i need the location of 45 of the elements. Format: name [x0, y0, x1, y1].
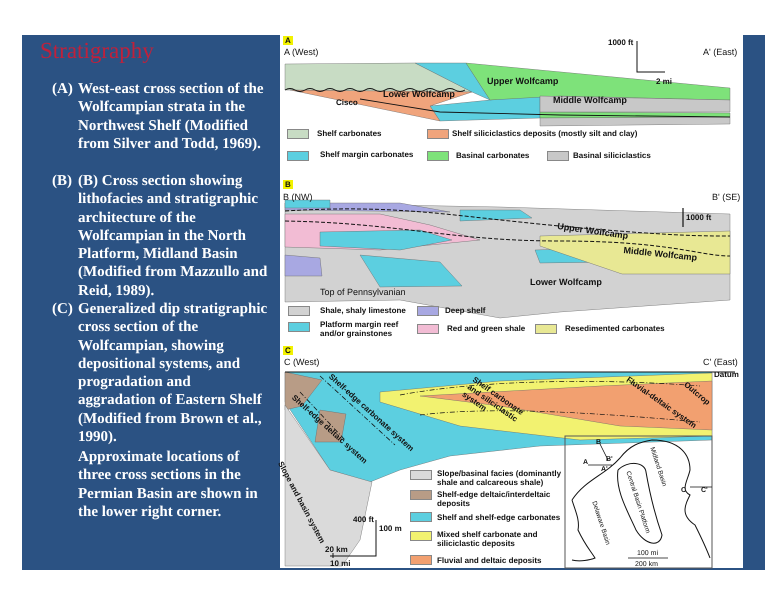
scale-label: 100 m	[379, 524, 402, 533]
legend-label: Basinal siliciclastics	[573, 151, 651, 160]
section-end-label: C (West)	[284, 358, 320, 367]
list-marker: (A)	[52, 80, 73, 98]
horizon-label: Top of Pennsylvanian	[320, 288, 406, 297]
formation-label: Lower Wolfcamp	[530, 278, 602, 287]
scale-label: 400 ft	[353, 515, 374, 524]
legend-label: Fluvial and deltaic deposits	[437, 556, 542, 565]
formation-label: Lower Wolfcamp	[383, 90, 455, 99]
caption-text: Approximate locations of three cross sections in the Permian Basin are shown in the lower right corner.	[78, 448, 259, 522]
section-end-label: B' (SE)	[712, 193, 740, 202]
legend-label: Basinal carbonates	[456, 151, 530, 160]
list-marker: (C)	[52, 300, 73, 318]
scale-label: 20 km	[325, 545, 348, 554]
legend-label: Mixed shelf carbonate and siliciclastic deposits	[437, 530, 538, 548]
scale-label: 1000 ft	[608, 38, 634, 47]
panel-letter: C	[283, 346, 293, 355]
section-end-label: C' (East)	[703, 358, 738, 367]
legend-label: Deep shelf	[445, 306, 486, 315]
slide-title: Stratigraphy	[40, 38, 154, 64]
scale-label: 1000 ft	[686, 213, 712, 222]
formation-label: Upper Wolfcamp	[556, 222, 629, 241]
section-end-label: A' (East)	[703, 48, 738, 57]
panel-letter: B	[283, 180, 293, 189]
legend-label: Shelf-edge deltaic/interdeltaic deposits	[437, 490, 552, 508]
legend-label: Red and green shale	[447, 324, 526, 333]
legend-label: Platform margin reef and/or grainstones	[320, 320, 400, 338]
legend-label: Shale, shaly limestone	[320, 306, 406, 315]
formation-label: Middle Wolfcamp	[623, 246, 698, 263]
legend-label: Shelf margin carbonates	[320, 150, 414, 159]
section-end-label: B (NW)	[283, 193, 312, 202]
legend-label: Shelf siliciclastics deposits (mostly silt and clay)	[452, 129, 638, 138]
formation-label: Upper Wolfcamp	[487, 77, 558, 86]
formation-label: Middle Wolfcamp	[553, 96, 627, 105]
panel-letter: A	[283, 36, 293, 45]
caption-text: West-east cross section of the Wolfcampian strata in the Northwest Shelf (Modified from Silver and Todd, 1969).	[78, 80, 265, 154]
legend-label: Resedimented carbonates	[565, 324, 665, 333]
legend-label: Shelf carbonates	[317, 129, 382, 138]
caption-text: Generalized dip stratigraphic cross section of the Wolfcampian, showing depositional systems, and progradation and aggradation of Eastern Shelf (Modified from Brown et al., 1990).	[78, 300, 268, 446]
legend-label: Shelf and shelf-edge carbonates	[437, 513, 560, 522]
legend-label: Slope/basinal facies (dominantly shale and calcareous shale)	[437, 469, 562, 487]
caption-text: (B) Cross section showing lithofacies and stratigraphic architecture of the Wolfcampian in the North Platform, Midland Basin (Modified from Mazzullo and Reid, 1989).	[78, 172, 268, 300]
section-end-label: A (West)	[284, 48, 318, 57]
scale-label: 10 mi	[330, 559, 350, 568]
list-marker: (B)	[52, 172, 72, 190]
